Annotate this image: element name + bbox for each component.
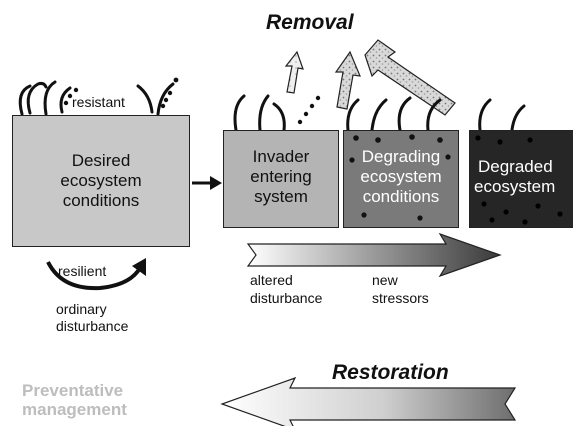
resilient-label: resilient [58,263,107,279]
restoration-arrow [220,376,517,426]
degraded-plants [478,98,526,132]
degrading-box-line-2: ecosystem [360,167,442,186]
removal-arrow-medium [334,50,361,110]
altered-disturbance-line-2: disturbance [250,290,323,306]
degrading-box: Degrading ecosystem conditions [343,130,459,228]
degraded-box-line-1: Degraded [478,157,553,176]
removal-title: Removal [266,11,354,34]
new-stressors-line-2: stressors [372,290,429,306]
resistant-label: resistant [72,94,125,110]
removal-arrow-small [284,50,304,94]
removal-arrow-large [364,39,456,116]
preventative-line-2: management [22,400,127,419]
resistant-plants [18,80,175,116]
preventative-line-1: Preventative [22,381,124,400]
degraded-box-line-2: ecosystem [474,177,556,196]
transition-arrow [192,176,222,190]
desired-box-line-2: ecosystem [60,171,142,190]
desired-box-line-3: conditions [62,191,140,210]
new-stressors-line-1: new [372,272,398,288]
invader-box-line-2: entering [250,167,312,186]
restoration-title: Restoration [332,361,449,384]
desired-ecosystem-box: Desired ecosystem conditions [12,115,190,247]
degrading-box-line-1: Degrading [361,147,441,166]
invader-plants [233,94,286,132]
ordinary-disturbance-line-1: ordinary [56,301,107,317]
resistant-seeds [63,77,179,109]
degrading-box-line-3: conditions [362,187,440,206]
invader-box-line-3: system [254,187,308,206]
invader-box-line-1: Invader [252,147,310,166]
degraded-box: Degraded ecosystem [469,130,573,228]
degrading-plants [346,96,442,132]
altered-disturbance-arrow [246,232,502,278]
altered-disturbance-line-1: altered [250,272,293,288]
invader-box: Invader entering system [223,130,339,228]
resilient-arrow [46,258,146,291]
ordinary-disturbance-line-2: disturbance [56,318,129,334]
desired-box-line-1: Desired [71,151,131,170]
